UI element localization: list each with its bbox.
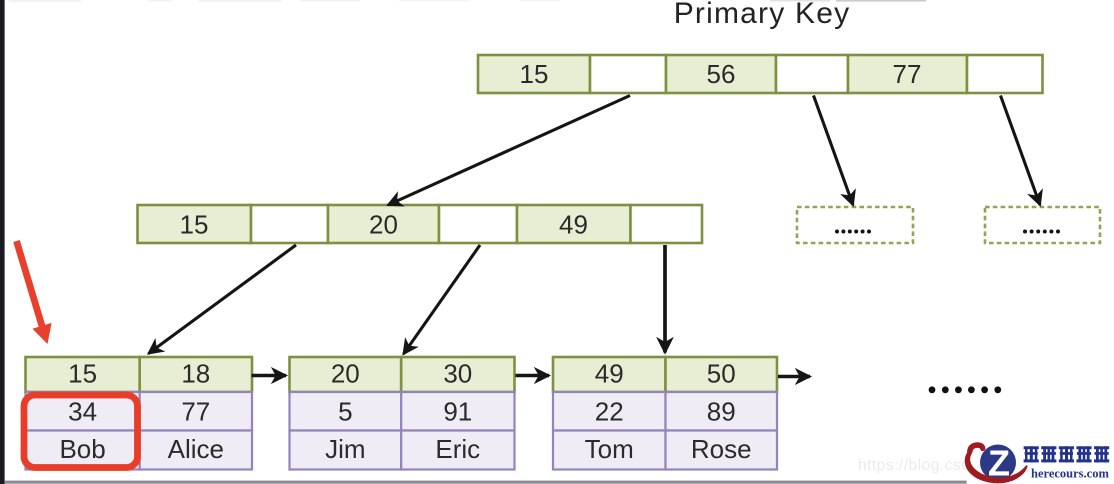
- svg-text:herecours.com: herecours.com: [1031, 467, 1109, 481]
- svg-text:Bob: Bob: [59, 434, 105, 464]
- svg-text:5: 5: [338, 397, 352, 427]
- svg-text:34: 34: [68, 397, 97, 427]
- svg-text:https://blog.csd: https://blog.csd: [858, 457, 970, 474]
- svg-text:22: 22: [595, 397, 624, 427]
- svg-text:15: 15: [520, 59, 549, 89]
- svg-text:50: 50: [707, 359, 736, 389]
- svg-text:18: 18: [181, 359, 210, 389]
- svg-text:Tom: Tom: [585, 434, 634, 464]
- svg-text:Eric: Eric: [435, 434, 480, 464]
- svg-text:49: 49: [559, 210, 588, 240]
- svg-text:77: 77: [893, 59, 922, 89]
- svg-text:15: 15: [180, 210, 209, 240]
- svg-text:30: 30: [443, 359, 472, 389]
- svg-text:Jim: Jim: [325, 434, 365, 464]
- svg-text:77: 77: [181, 397, 210, 427]
- svg-text:Alice: Alice: [168, 434, 224, 464]
- svg-text:Primary Key: Primary Key: [674, 0, 851, 30]
- svg-text:56: 56: [707, 59, 736, 89]
- svg-text:20: 20: [369, 210, 398, 240]
- svg-text:15: 15: [68, 359, 97, 389]
- svg-text:49: 49: [595, 359, 624, 389]
- svg-text:20: 20: [331, 359, 360, 389]
- svg-text:89: 89: [707, 397, 736, 427]
- svg-text:Rose: Rose: [691, 434, 752, 464]
- svg-text:91: 91: [443, 397, 472, 427]
- svg-text:Z: Z: [988, 443, 1010, 484]
